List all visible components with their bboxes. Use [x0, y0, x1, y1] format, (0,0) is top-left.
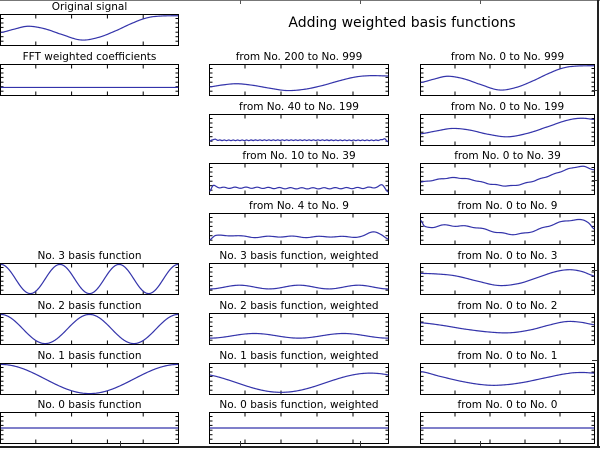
- subplot-title: No. 0 basis function, weighted: [219, 399, 379, 411]
- signal-line: [420, 165, 595, 187]
- frame-tick: [240, 441, 241, 446]
- figure-title: Adding weighted basis functions: [288, 15, 516, 31]
- axes-plot: [0, 313, 179, 345]
- axes-plot: [420, 213, 595, 245]
- axes-plot: [209, 213, 389, 245]
- axes-plot: [209, 263, 389, 295]
- axes-plot: [209, 114, 389, 146]
- subplot-title: from No. 0 to No. 199: [450, 101, 565, 113]
- signal-line: [420, 269, 595, 287]
- axes-plot: [420, 313, 595, 345]
- frame-tick: [360, 441, 361, 446]
- axes-plot: [420, 64, 595, 96]
- signal-line: [209, 75, 389, 92]
- axes-plot: [0, 64, 179, 96]
- subplot-title: No. 1 basis function, weighted: [219, 350, 379, 362]
- subplot-title: No. 2 basis function: [37, 300, 142, 312]
- subplot-title: from No. 0 to No. 3: [457, 250, 558, 262]
- subplot-title: from No. 0 to No. 2: [457, 300, 558, 312]
- frame-right-line: [597, 0, 599, 448]
- signal-line: [209, 231, 389, 241]
- axes-plot: [209, 313, 389, 345]
- signal-line: [420, 117, 595, 138]
- frame-bottom-line: [0, 446, 600, 448]
- signal-line: [0, 15, 179, 41]
- subplot-title: from No. 4 to No. 9: [249, 200, 349, 212]
- subplot-title: No. 3 basis function, weighted: [219, 250, 379, 262]
- subplot-title: from No. 40 to No. 199: [239, 101, 359, 113]
- subplot-title: from No. 200 to No. 999: [235, 51, 363, 63]
- axes-plot: [420, 114, 595, 146]
- frame-top-line: [0, 0, 600, 1]
- axes-plot: [0, 263, 179, 295]
- axes-plot: [209, 163, 389, 195]
- subplot-title: No. 3 basis function: [37, 250, 142, 262]
- signal-line: [0, 363, 179, 395]
- subplot-title: No. 1 basis function: [37, 350, 142, 362]
- signal-line: [420, 65, 595, 91]
- frame-tick: [592, 180, 597, 181]
- axes-plot: [0, 14, 179, 46]
- frame-tick: [480, 441, 481, 446]
- subplot-title: from No. 0 to No. 9: [457, 200, 558, 212]
- subplot-title: from No. 0 to No. 39: [454, 150, 561, 162]
- frame-tick: [360, 0, 361, 4]
- axes-plot: [0, 363, 179, 395]
- subplot-title: from No. 0 to No. 0: [457, 399, 558, 411]
- frame-tick: [240, 0, 241, 4]
- signal-line: [209, 332, 389, 339]
- signal-line: [420, 320, 595, 334]
- frame-tick: [480, 0, 481, 4]
- axes-plot: [209, 412, 389, 444]
- axes-plot: [420, 412, 595, 444]
- subplot-title: No. 0 basis function: [37, 399, 142, 411]
- axes-plot: [420, 363, 595, 395]
- axes-plot: [209, 363, 389, 395]
- signal-line: [209, 284, 389, 290]
- signal-line: [420, 370, 595, 386]
- subplot-title: from No. 0 to No. 1: [457, 350, 558, 362]
- frame-tick: [592, 360, 597, 361]
- signal-line: [0, 263, 179, 295]
- subplot-title: from No. 10 to No. 39: [242, 150, 356, 162]
- subplot-title: from No. 0 to No. 999: [450, 51, 565, 63]
- signal-line: [420, 218, 595, 236]
- frame-tick: [592, 270, 597, 271]
- subplot-title: Original signal: [51, 1, 128, 13]
- frame-tick: [592, 90, 597, 91]
- subplot-title: FFT weighted coefficients: [22, 51, 157, 63]
- subplot-title: No. 2 basis function, weighted: [219, 300, 379, 312]
- signal-line: [0, 313, 179, 345]
- signal-line: [209, 372, 389, 393]
- axes-plot: [420, 263, 595, 295]
- axes-plot: [420, 163, 595, 195]
- axes-plot: [209, 64, 389, 96]
- frame-tick: [120, 441, 121, 446]
- signal-line: [209, 138, 389, 143]
- axes-plot: [0, 412, 179, 444]
- signal-line: [209, 184, 389, 193]
